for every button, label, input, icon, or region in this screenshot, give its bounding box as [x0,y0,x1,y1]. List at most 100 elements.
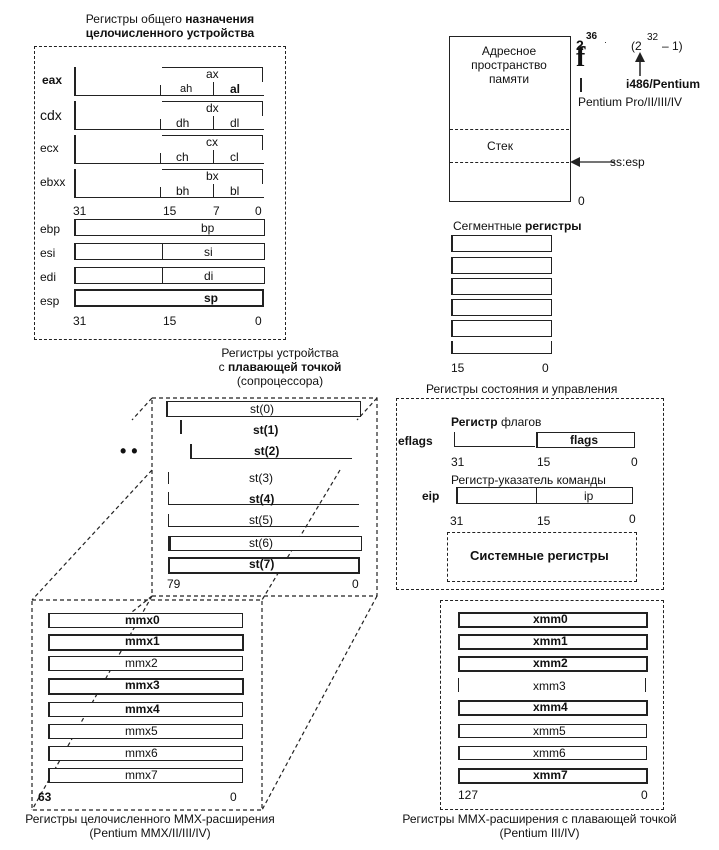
gp-reg-cdx-dh: dh [176,116,190,130]
eflags-reg-left [454,432,535,447]
gp-reg-ebx-bx: bx [206,169,219,183]
ip-title: Регистр-указатель команды [451,473,606,487]
gp-reg-eax [74,67,264,96]
fpu-title-line3: (сопроцессора) [236,374,324,388]
xmm-bit-127: 127 [458,788,479,802]
gp-reg-ecx-cl: cl [230,150,239,164]
fpu-reg-st7 [168,557,360,574]
fpu-reg-st0 [166,401,361,417]
fpu-reg-st1 [180,420,362,434]
gp-bit2-31: 31 [73,314,87,328]
xmm-reg-3-label: xmm3 [533,679,566,693]
gp-bit-7: 7 [213,204,220,218]
gp-title: Регистры общего назначения целочисленног… [40,12,300,40]
gp-title-part1: Регистры общего [85,12,182,26]
xmm-bit-0: 0 [641,788,648,802]
mmx-reg-2-label: mmx2 [125,656,158,670]
seg-reg-2 [451,278,552,295]
fpu-title-part3: плавающей точкой [227,360,342,374]
gp-reg-cdx-divider [213,116,215,129]
gp-reg-label-esp: esp [40,294,60,308]
gp-reg-esi-half [162,243,164,259]
gp-reg-esp-sp: sp [204,291,219,305]
i486-arrow-icon [635,52,645,76]
fpu-reg-st3-label: st(3) [249,471,273,485]
mmx-reg-6 [48,746,243,761]
seg-reg-5 [451,341,552,354]
pentium-pro-label: Pentium Pro/II/III/IV [578,95,683,109]
i486-label: i486/Pentium [626,77,701,91]
eflags-label: eflags [398,434,433,448]
fpu-bit-79: 79 [167,577,181,591]
mmx-reg-5-label: mmx5 [125,724,158,738]
memory-stack-label: Стек [487,139,513,153]
mmx-reg-7 [48,768,243,783]
ss-esp-label: ss:esp [610,155,645,169]
ctrl-title: Регистры состояния и управления [426,382,618,396]
ctrl-frame [396,398,664,590]
mmx-reg-4 [48,702,243,717]
flags-title-part2: флагов [500,415,542,429]
gp-reg-cdx-dx: dx [206,101,219,115]
gp-reg-label-edi: edi [40,270,57,284]
gp-reg-ecx-cx-box [162,135,263,150]
memory-title-line1: Адресное [481,44,537,58]
seg-bit-15: 15 [451,361,465,375]
gp-reg-edi-di: di [204,269,214,283]
memory-title-line3: памяти [488,72,530,86]
gp-reg-edi-half [162,267,164,283]
xmm-reg-6-label: xmm6 [533,746,566,760]
gp-reg-ebx-bl: bl [230,184,240,198]
xmm-reg-4 [458,700,648,716]
fpu-reg-st6-label: st(6) [249,536,273,550]
fpu-reg-st6 [168,536,362,551]
gp-reg-eax-ax-box [162,67,263,82]
pow32-open: (2 [631,39,642,53]
gp-reg-ebx [74,169,264,198]
eip-bit-0: 0 [629,512,636,526]
gp-reg-ecx-half [160,153,162,163]
gp-reg-eax-ah: ah [180,83,193,95]
eflags-flags: flags [570,433,599,447]
xmm-caption-line1: Регистры MMX-расширения с плавающей точк… [402,812,677,826]
fpu-reg-st2-label: st(2) [254,444,280,458]
xmm-reg-3 [458,678,646,692]
gp-frame [34,46,286,340]
mmx-caption-line1: Регистры целочисленного MMX-расширения [25,812,275,826]
gp-reg-label-ecx: ecx [40,141,59,155]
xmm-reg-7 [458,768,648,784]
memory-zero: 0 [578,194,585,208]
gp-reg-ecx [74,135,264,164]
gp-bit2-15: 15 [163,314,177,328]
mmx-reg-3-label: mmx3 [125,678,160,692]
memory-stack-bottom [450,162,569,163]
pow32-close: – 1) [662,39,683,53]
gp-reg-eax-al: al [230,82,241,96]
pow36-base: 2 [576,37,584,53]
eip-label: eip [422,489,440,503]
gp-bit-31: 31 [73,204,87,218]
xmm-reg-2-label: xmm2 [533,656,568,670]
xmm-frame [440,600,664,810]
fpu-reg-st7-label: st(7) [249,557,275,571]
fpu-reg-st1-label: st(1) [253,423,279,437]
seg-title: Сегментные регистры [453,220,582,232]
xmm-reg-7-label: xmm7 [533,768,568,782]
memory-stack-top [450,129,569,130]
gp-reg-esi-si: si [204,245,213,259]
eip-reg-half [536,487,538,503]
xmm-reg-1 [458,634,648,650]
gp-reg-label-eax: eax [42,73,63,87]
gp-reg-eax-ax: ax [206,67,219,81]
mmx-reg-0-label: mmx0 [125,613,160,627]
seg-title-part2: регистры [525,219,582,233]
seg-bit-0: 0 [542,361,549,375]
fpu-title-line1: Регистры устройства [221,346,339,360]
gp-reg-ecx-cx: cx [206,135,218,149]
gp-reg-ebx-divider [213,184,215,197]
fpu-reg-st2 [190,444,352,459]
fpu-reg-st0-label: st(0) [250,402,274,416]
xmm-reg-6 [458,746,647,760]
sys-regs-frame [447,532,637,582]
eflags-bit-0: 0 [631,455,638,469]
